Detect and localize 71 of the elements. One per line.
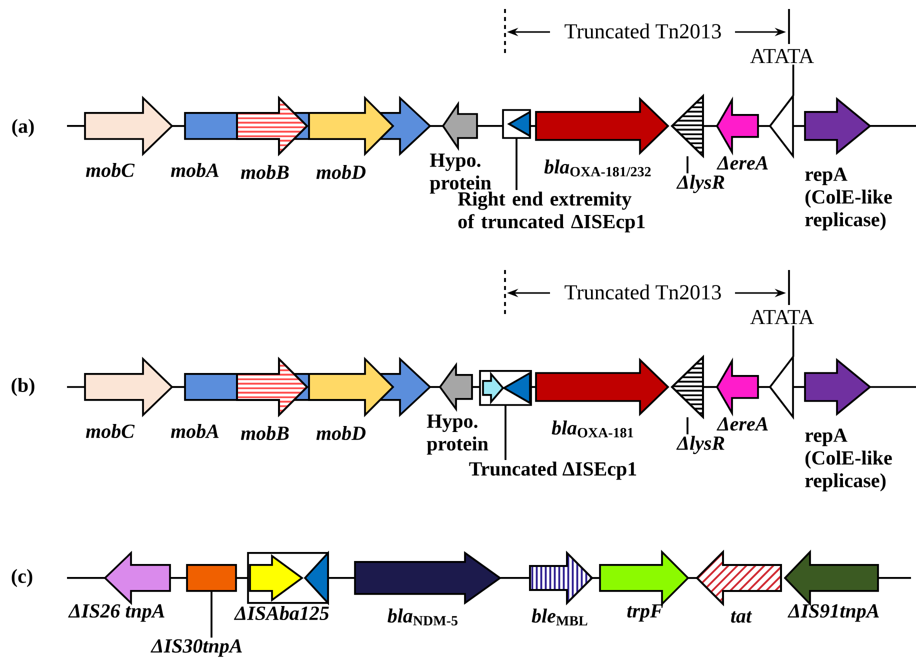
gene-label: mobB [240, 164, 289, 180]
dna-line [172, 386, 185, 388]
gene-label: mobA [170, 162, 219, 178]
dna-line [793, 386, 805, 388]
gene-label: mobC [86, 424, 135, 438]
dna-line [878, 577, 911, 579]
leader-line [210, 591, 212, 638]
gene-label: $\textbf{\textit{bla}}_{\text{\bfseries OXA-181/232}}$ [544, 160, 651, 176]
leader-line [792, 326, 794, 357]
dna-line [430, 386, 440, 388]
dna-line [472, 386, 480, 388]
gene-label: mobC [86, 162, 135, 178]
gene-label: trpF [627, 604, 664, 622]
insertion-sequence-box [502, 109, 531, 139]
insertion-sequence-box [479, 370, 532, 406]
dna-line [530, 125, 536, 127]
gene-label: ΔISAba125 [234, 606, 329, 620]
leader-line [792, 64, 794, 96]
panel-label: (b) [9, 376, 37, 398]
dna-line [531, 386, 536, 388]
dna-line [870, 386, 916, 388]
dna-line [170, 577, 187, 579]
dna-line [67, 125, 85, 127]
gene-label: ΔereA [716, 417, 768, 431]
dna-line [758, 386, 770, 388]
dna-line [688, 577, 697, 579]
dna-line [328, 577, 355, 579]
gene-label: ΔIS26 tnpA [68, 604, 164, 622]
sequence-label: ATATA [750, 48, 814, 64]
gene-label: repA (ColE-like replicase) [805, 168, 892, 230]
region-label: Truncated Tn2013 [562, 283, 724, 301]
dna-line [793, 125, 805, 127]
leader-line [516, 138, 518, 190]
dna-line [500, 577, 530, 579]
callout-text: ΔlysR [676, 174, 724, 194]
region-label: Truncated Tn2013 [562, 22, 724, 40]
gene-label: tat [731, 611, 752, 623]
panel-label: (c) [10, 568, 34, 588]
sequence-label: ATATA [750, 310, 814, 324]
gene-label: ΔIS91tnpA [788, 604, 879, 622]
leader-line [504, 405, 506, 460]
dna-line [172, 125, 185, 127]
gene-label: $\textbf{\textit{bla}}_{\text{\bfseries OXA-181}}$ [552, 420, 634, 438]
panel-label: (a) [10, 118, 36, 138]
gene-label: Hypo. protein [426, 414, 488, 455]
dna-line [758, 125, 770, 127]
dna-line [592, 577, 600, 579]
gene-label: $\textbf{\textit{ble}}_{\text{\bfseries MBL}}$ [532, 608, 588, 626]
dna-line [67, 386, 85, 388]
dna-line [870, 125, 916, 127]
leader-line [686, 417, 688, 434]
leader-line [686, 156, 688, 174]
callout-text: Truncated ΔISEcp1 [469, 462, 636, 480]
gene-label: repA (ColE-like replicase) [805, 428, 892, 492]
dna-line [236, 577, 248, 579]
gene-label: mobB [240, 426, 289, 440]
callout-text: ΔIS30tnpA [150, 639, 242, 657]
gene-label: mobA [170, 424, 219, 438]
gene-label: ΔereA [716, 156, 768, 170]
dna-line [67, 577, 105, 579]
dna-line [703, 125, 717, 127]
dna-line [430, 125, 443, 127]
callout-text: ΔlysR [676, 436, 724, 454]
callout-text: Right end extremity of truncated ΔISEcp1 [458, 192, 645, 232]
dna-line [477, 125, 503, 127]
gene-label: Hypo. protein [430, 154, 492, 194]
gene-label: $\textbf{\textit{bla}}_{\text{\bfseries NDM-5}}$ [388, 608, 458, 626]
gene-box [186, 564, 237, 592]
gene-label: mobD [316, 164, 366, 180]
gene-label: mobD [316, 426, 366, 440]
dna-line [703, 386, 717, 388]
